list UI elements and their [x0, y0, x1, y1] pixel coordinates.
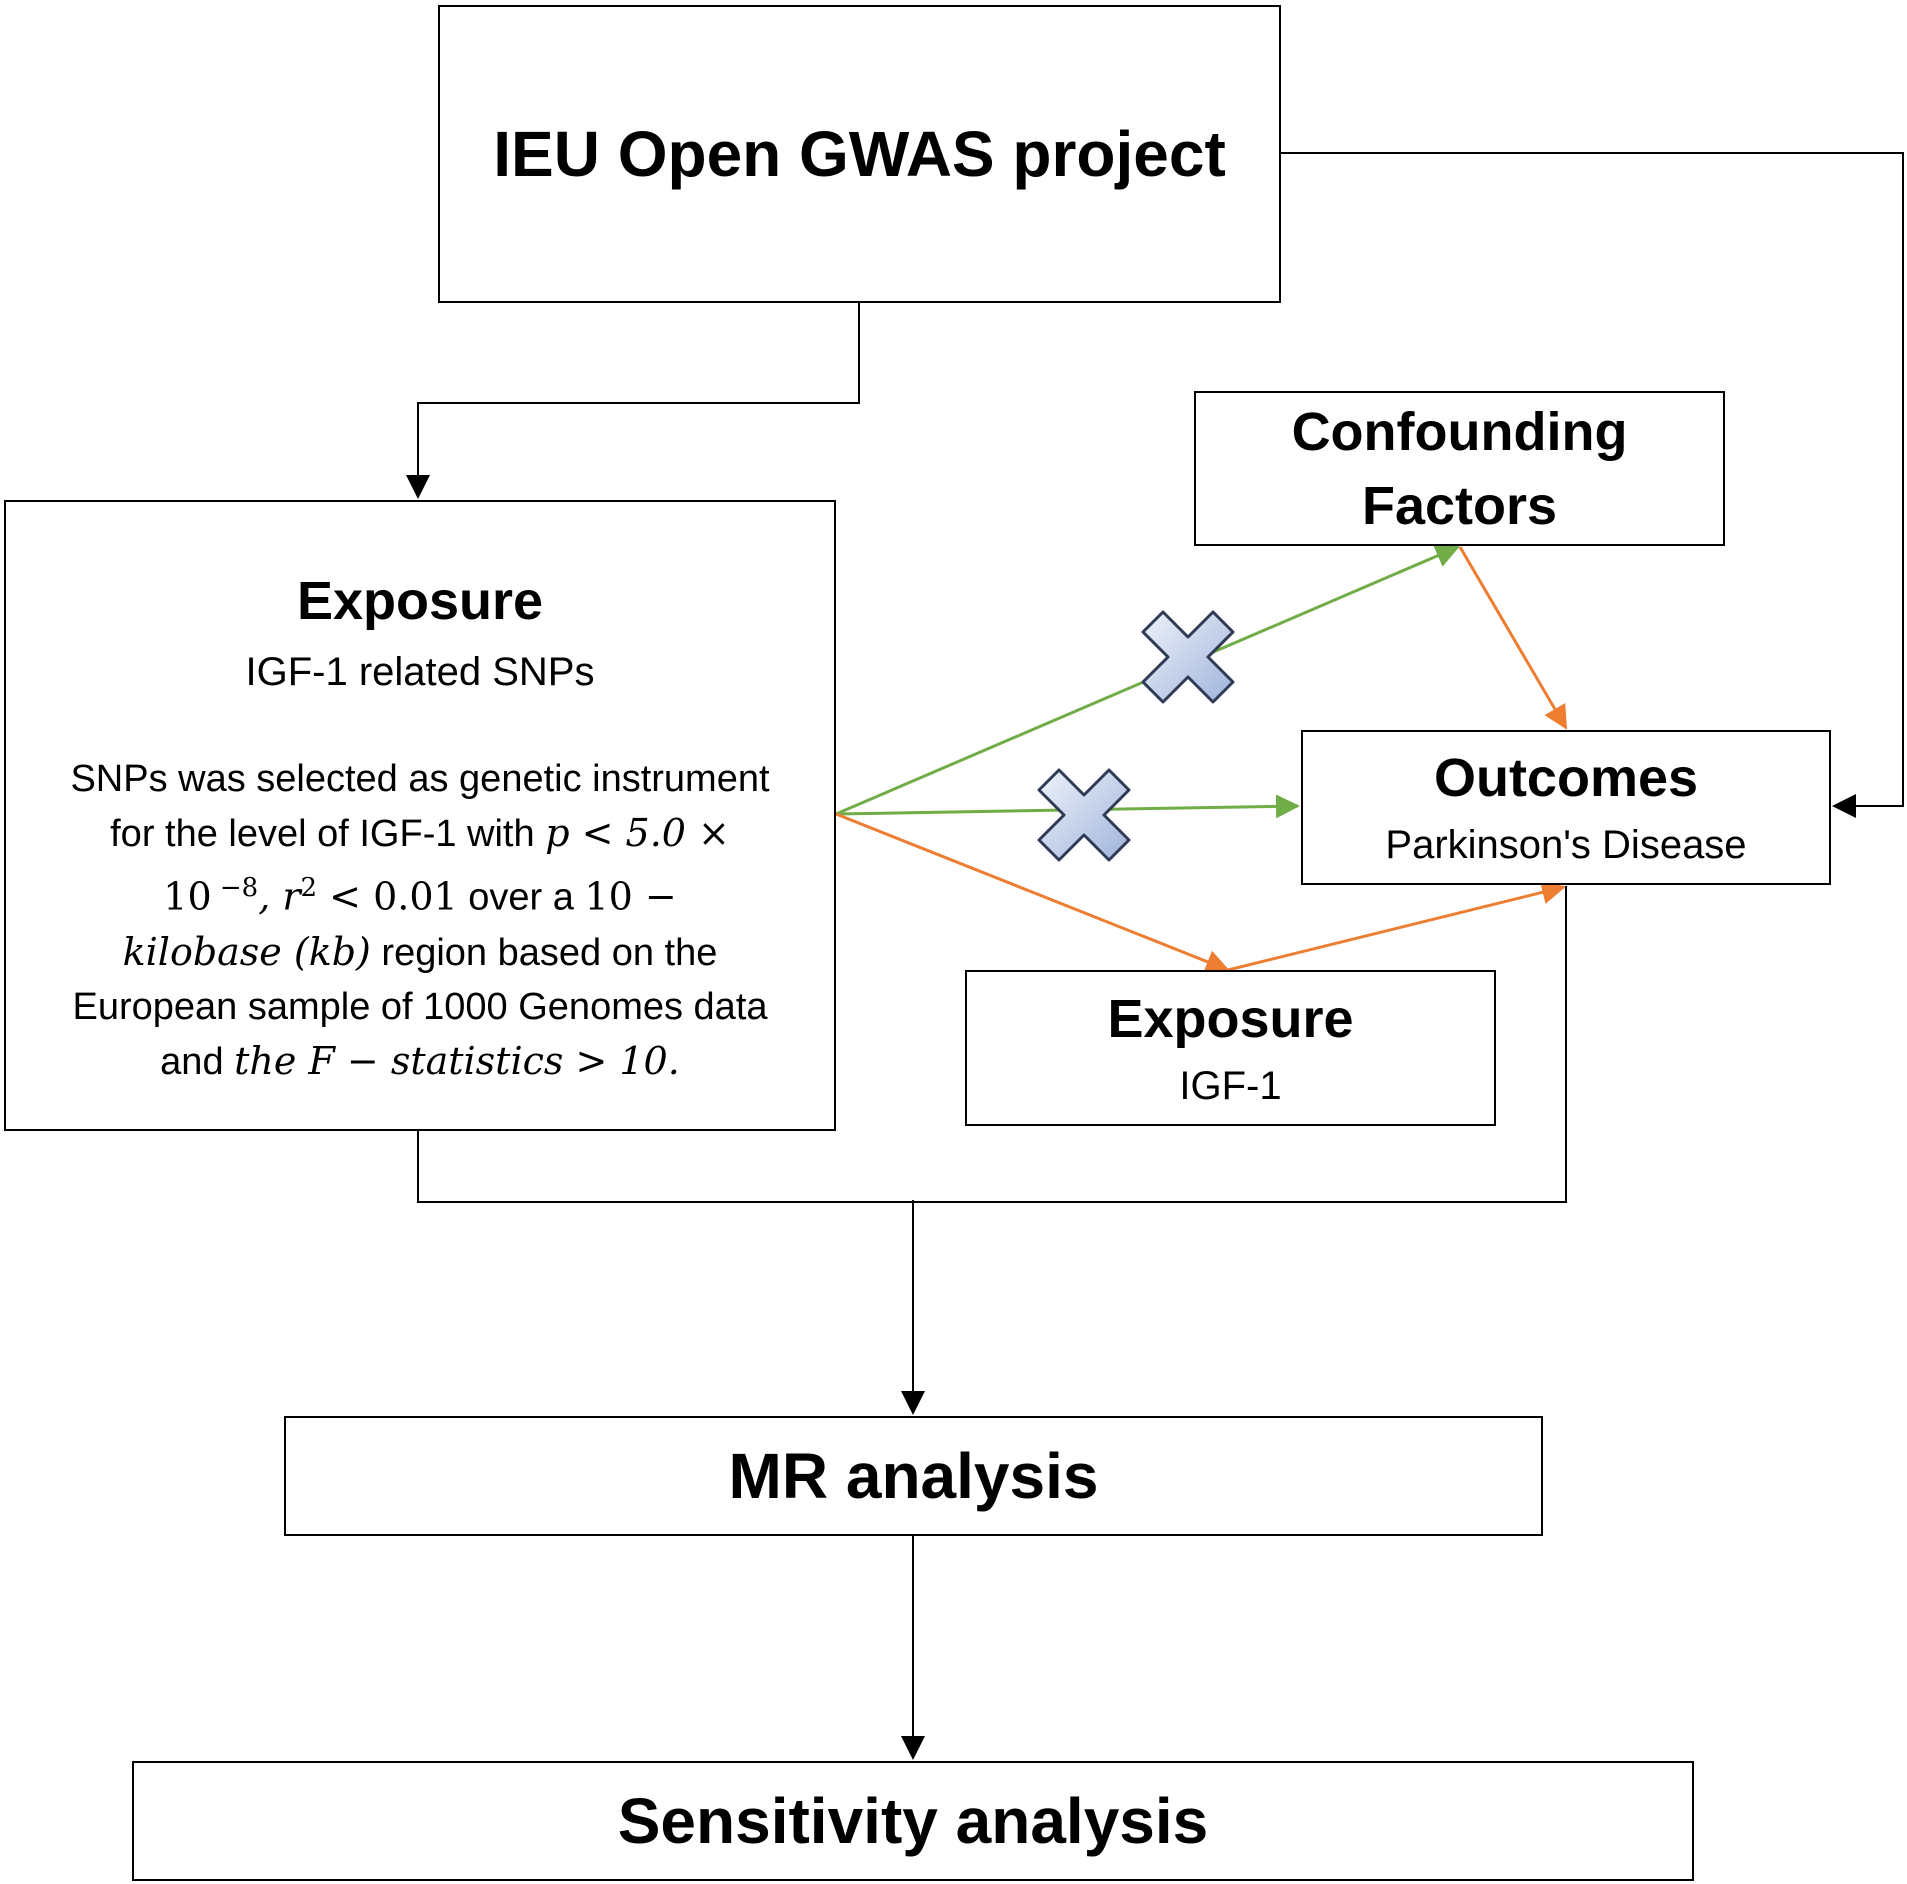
desc-line-3-sup-b: 2 — [300, 873, 318, 903]
exposure-snps-box: Exposure IGF-1 related SNPs SNPs was sel… — [4, 500, 836, 1131]
cross-icon — [1141, 610, 1235, 704]
confounding-title-line1: Confounding — [1291, 401, 1628, 462]
desc-line-4-math: kilobase (kb) — [122, 929, 371, 974]
confounding-title-line2: Factors — [1361, 475, 1558, 536]
desc-line-4: kilobase (kb) region based on the — [6, 925, 834, 980]
exposure-igf-subtitle: IGF-1 — [1179, 1063, 1282, 1108]
desc-line-3-math-c: < 0.01 — [317, 874, 458, 919]
sensitivity-analysis-box: Sensitivity analysis — [132, 1761, 1694, 1881]
ieu-title: IEU Open GWAS project — [493, 118, 1226, 190]
ieu-open-gwas-box: IEU Open GWAS project — [438, 5, 1281, 303]
desc-line-5: European sample of 1000 Genomes data — [72, 985, 768, 1028]
confounding-factors-box: Confounding Factors — [1194, 391, 1725, 546]
desc-line-2-math: p < 5.0 × — [545, 811, 730, 855]
connector-ieu-to-outcomes — [1281, 152, 1904, 818]
mr-title: MR analysis — [728, 1440, 1099, 1512]
desc-line-3-sup-a: −8 — [211, 873, 259, 903]
outcomes-title: Outcomes — [1433, 748, 1699, 808]
desc-line-3-math-d: 10 − — [584, 874, 677, 919]
exposure-igf-title: Exposure — [1107, 988, 1354, 1049]
arrow-exposure-igf-to-outcomes — [1227, 880, 1566, 972]
desc-line-3-math-a: 10 — [163, 874, 212, 919]
exposure-snps-title: Exposure — [296, 571, 544, 631]
exposure-snps-subtitle: IGF-1 related SNPs — [245, 650, 595, 694]
mr-analysis-box: MR analysis — [284, 1416, 1543, 1536]
arrow-confounding-to-outcomes — [1458, 546, 1568, 730]
desc-line-2-text: for the level of IGF-1 with — [110, 813, 546, 855]
sensitivity-title: Sensitivity analysis — [617, 1785, 1209, 1857]
arrow-snps-to-exposure-igf — [835, 812, 1230, 974]
desc-line-6-text: and — [160, 1040, 235, 1083]
exposure-snps-description: SNPs was selected as genetic instrument … — [6, 752, 834, 1089]
cross-icon — [1037, 768, 1131, 862]
connector-exposure-to-merge — [417, 886, 1567, 1203]
desc-line-3-text: over a — [457, 876, 585, 919]
exposure-igf-box: Exposure IGF-1 — [965, 970, 1496, 1126]
desc-line-2: for the level of IGF-1 with p < 5.0 × — [6, 806, 834, 861]
outcomes-subtitle: Parkinson's Disease — [1385, 823, 1747, 867]
desc-line-3-math-b: , r — [258, 874, 301, 919]
connector-ieu-to-exposure — [406, 303, 860, 499]
desc-line-6-math: the F − statistics > 10. — [234, 1038, 680, 1083]
outcomes-box: Outcomes Parkinson's Disease — [1301, 730, 1831, 885]
desc-line-3: 10 −8, r2 < 0.01 over a 10 − — [6, 861, 834, 925]
desc-line-1: SNPs was selected as genetic instrument — [70, 758, 770, 800]
desc-line-4-text: region based on the — [370, 931, 718, 974]
desc-line-6: and the F − statistics > 10. — [6, 1034, 834, 1089]
